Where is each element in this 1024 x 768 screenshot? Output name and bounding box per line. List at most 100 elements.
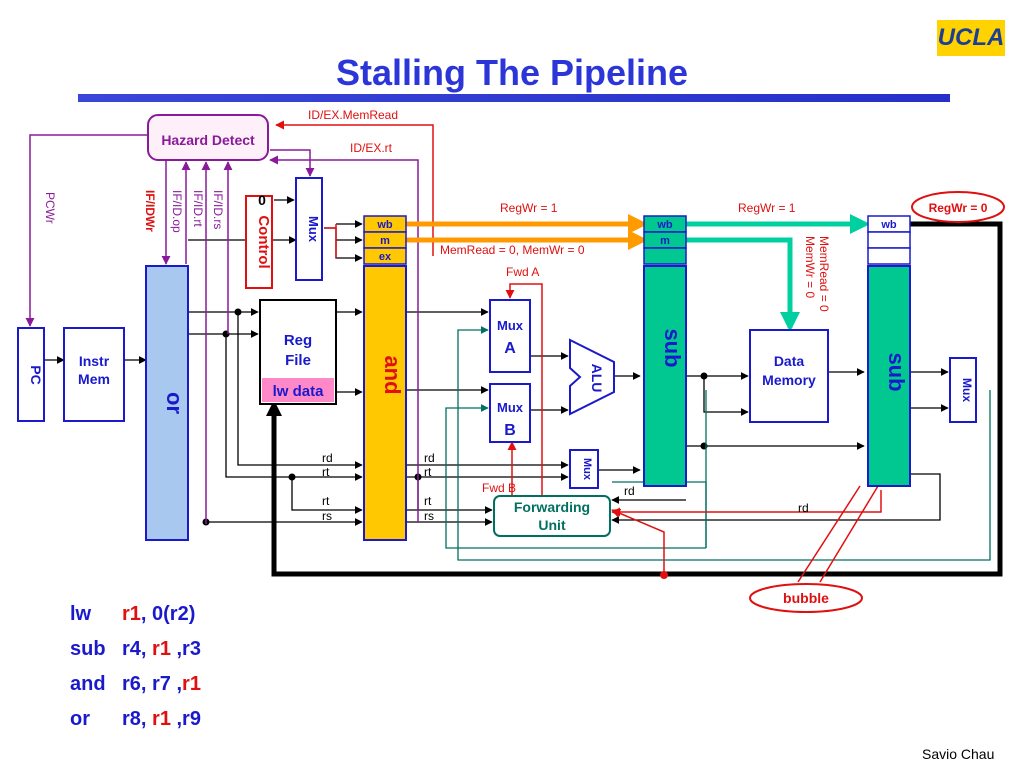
code-reg-r1: r1 [182, 673, 201, 695]
mux-b-box [489, 383, 531, 443]
hazard-detect-label: Hazard Detect [161, 132, 255, 148]
code-op: sub [70, 638, 106, 660]
code-op: and [70, 673, 106, 695]
rd-label-1: rd [322, 451, 333, 465]
id-ex-stage-label: and [380, 355, 405, 394]
code-reg-r1: r1 [152, 708, 171, 730]
regwr0-callout [911, 191, 1005, 223]
ex-mem-stage-label: sub [660, 328, 685, 367]
code-operands: r8, [122, 708, 153, 730]
reg-file-label-1: Reg [284, 332, 312, 349]
rs-label-1: rs [322, 509, 332, 523]
ex-mem-wb-label: wb [656, 219, 673, 231]
code-operands: r4, [122, 638, 153, 660]
fwd-b-label: Fwd B [482, 481, 516, 495]
ifidwr-label: IF/IDWr [143, 190, 157, 232]
regwr-ex-label: RegWr = 1 [500, 201, 558, 215]
slide-title: Stalling The Pipeline [335, 52, 689, 93]
hazard-wires [25, 134, 419, 524]
data-memory-box [749, 329, 829, 423]
regwr0-label: RegWr = 0 [929, 201, 988, 215]
author-credit: Savio Chau [922, 746, 995, 762]
forwarding-unit-box [493, 495, 611, 537]
wb-mux-box [949, 357, 977, 423]
reg-file-label-2: File [285, 352, 311, 369]
mux-zero-input: 0 [258, 192, 266, 208]
id-ex-register [363, 265, 407, 541]
memwr0-label: MemWr = 0 [803, 236, 817, 298]
id-ex-wb-label: wb [376, 219, 393, 231]
mem-wb-register [867, 265, 911, 487]
rd-label-3: rd [624, 484, 635, 498]
code-operands: ,r9 [170, 708, 201, 730]
ifid-rt-label: IF/ID.rt [191, 190, 205, 227]
id-ex-ex-label: ex [379, 251, 392, 263]
pcwr-label: PCWr [43, 192, 57, 224]
control-mux-box [295, 177, 323, 281]
pc-box [17, 327, 45, 422]
rt-label-4: rt [424, 494, 432, 508]
mem-wb-field-2 [867, 231, 911, 249]
code-reg-r1: r1 [152, 638, 171, 660]
idex-memread-label: ID/EX.MemRead [308, 108, 398, 122]
hazard-detect-box [147, 114, 269, 161]
ex-mem-register [643, 265, 687, 487]
instr-mem-label-2: Mem [78, 371, 110, 387]
rd-label-4: rd [798, 501, 809, 515]
ex-mem-m-label: m [660, 235, 670, 247]
rd-mux-label: Mux [581, 458, 593, 481]
mux-a-box [489, 299, 531, 373]
pc-label: PC [28, 365, 44, 384]
instr-mem-label-1: Instr [79, 353, 110, 369]
code-op: lw [70, 603, 92, 625]
data-memory-label-2: Memory [762, 372, 816, 388]
ucla-logo: UCLA [937, 20, 1005, 56]
code-operands: , 0(r2) [140, 603, 196, 625]
code-operands: ,r3 [170, 638, 201, 660]
rt-label-3: rt [424, 465, 432, 479]
data-memory-label-1: Data [774, 353, 805, 369]
ex-mem-empty-field [643, 247, 687, 265]
forwarding-unit-label-2: Unit [538, 517, 566, 533]
ifid-op-label: IF/ID.op [170, 190, 184, 233]
alu-shape [569, 338, 615, 416]
rs-label-2: rs [424, 509, 434, 523]
mem-wb-wb-label: wb [880, 219, 897, 231]
title-underline [78, 94, 950, 102]
ifid-rs-label: IF/ID.rs [211, 190, 225, 229]
lw-data-box [262, 378, 334, 402]
mux-a-label-2: A [504, 340, 516, 357]
code-reg-r1: r1 [122, 603, 141, 625]
writeback-loop [271, 221, 1003, 577]
idex-rt-label: ID/EX.rt [350, 141, 393, 155]
if-id-register [145, 265, 189, 541]
control-label: Control [255, 215, 272, 268]
control-box [245, 195, 273, 289]
code-line-sub: sub r4, r1 ,r3 [70, 635, 201, 670]
id-ex-m-label: m [380, 235, 390, 247]
regwr-mem-label: RegWr = 1 [738, 201, 796, 215]
control-mux-label: Mux [306, 216, 321, 243]
wb-mux-label: Mux [960, 378, 974, 402]
fwd-a-label: Fwd A [506, 265, 539, 279]
mem-wb-stage-label: sub [884, 352, 909, 391]
if-id-stage-label: or [162, 392, 187, 414]
bubble-label: bubble [783, 590, 829, 606]
code-operands: r6, r7 , [122, 673, 183, 695]
mux-b-label-2: B [504, 422, 516, 439]
mux-b-label-1: Mux [497, 400, 524, 415]
instr-mem-box [63, 327, 125, 422]
mux-a-label-1: Mux [497, 318, 524, 333]
memread-memwr-label: MemRead = 0, MemWr = 0 [440, 243, 585, 257]
code-line-lw: lw r1, 0(r2) [70, 600, 201, 635]
id-ex-ex-field [363, 247, 407, 265]
lw-data-label: lw data [273, 383, 325, 400]
bubble-callout [749, 583, 863, 613]
rd-label-2: rd [424, 451, 435, 465]
memread0-label: MemRead = 0 [817, 236, 831, 312]
rd-mux-box [569, 449, 599, 489]
rt-label-1: rt [322, 465, 330, 479]
mem-wb-field-3 [867, 247, 911, 265]
